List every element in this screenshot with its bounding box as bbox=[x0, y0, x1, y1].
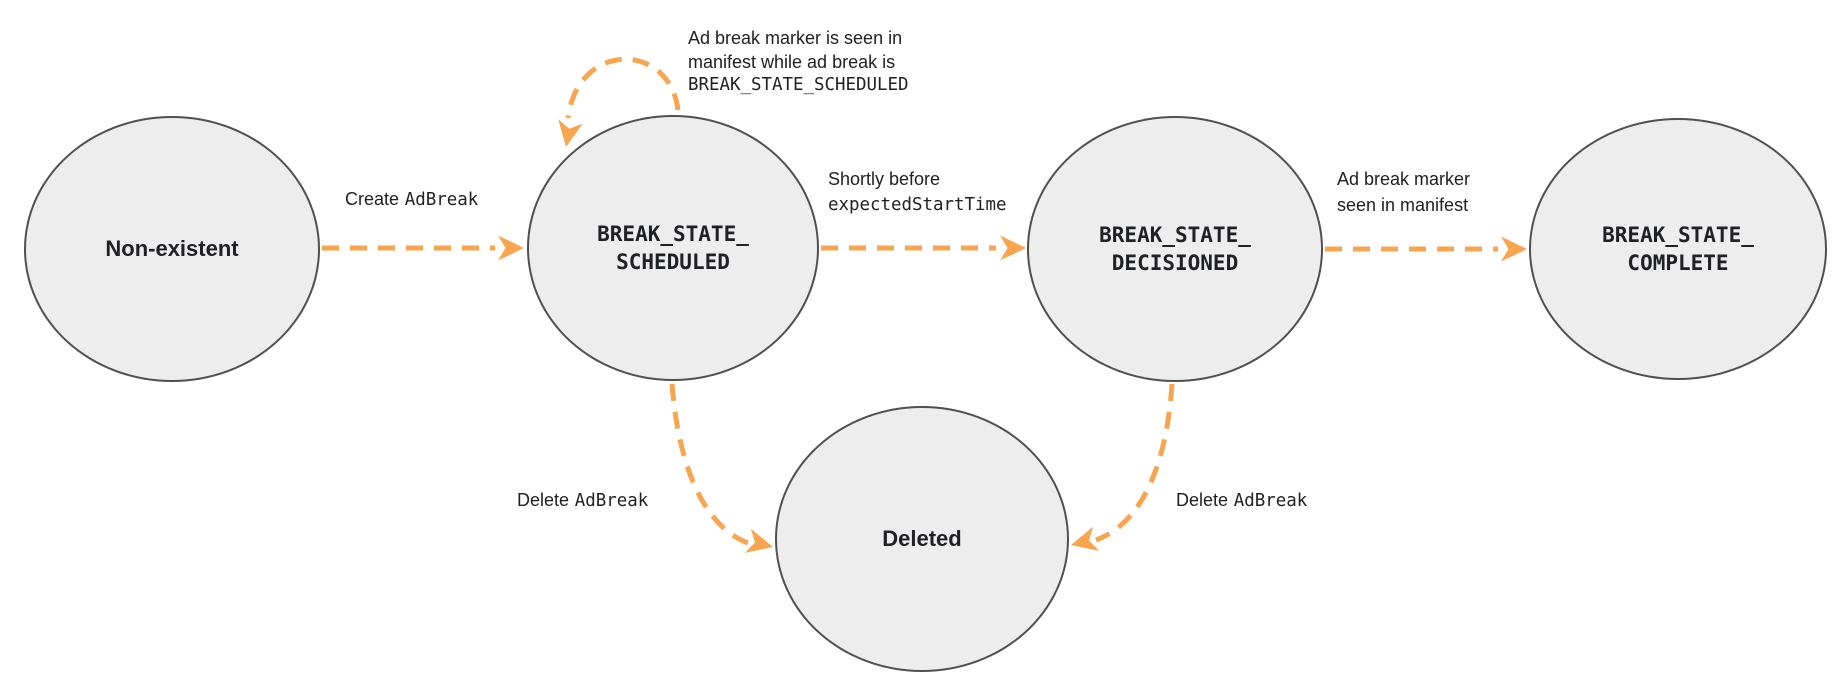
transition-delete-from-scheduled-arrow bbox=[669, 383, 749, 546]
state-node-non-existent: Non-existent bbox=[24, 116, 320, 382]
transition-self-loop-arrow bbox=[565, 56, 681, 119]
transition-label-line1: Ad break marker bbox=[1337, 169, 1471, 189]
state-label: Non-existent bbox=[105, 236, 239, 261]
transition-label-line2: manifest while ad break is bbox=[688, 51, 896, 72]
arrowhead-shortly-icon bbox=[1000, 235, 1026, 261]
transition-label-shortly: Shortly before expectedStartTime bbox=[828, 166, 1006, 218]
state-label: BREAK_STATE_ COMPLETE bbox=[1602, 221, 1754, 277]
state-label-line2: SCHEDULED bbox=[616, 250, 730, 274]
transition-label-code: AdBreak bbox=[574, 491, 649, 511]
state-label-line1: BREAK_STATE_ bbox=[1602, 223, 1754, 247]
state-label-line1: BREAK_STATE_ bbox=[597, 222, 749, 246]
transition-label-text: Delete bbox=[517, 490, 570, 510]
state-node-break-state-complete: BREAK_STATE_ COMPLETE bbox=[1529, 118, 1827, 380]
transition-label-code: BREAK_STATE_SCHEDULED bbox=[688, 75, 909, 95]
arrowhead-delete-from-decisioned-icon bbox=[1071, 526, 1100, 551]
state-label: BREAK_STATE_ SCHEDULED bbox=[597, 220, 749, 276]
transition-label-marker-seen: Ad break marker seen in manifest bbox=[1337, 166, 1470, 218]
state-label: BREAK_STATE_ DECISIONED bbox=[1099, 221, 1251, 277]
state-node-break-state-decisioned: BREAK_STATE_ DECISIONED bbox=[1027, 116, 1323, 382]
transition-label-text: Delete bbox=[1176, 490, 1229, 510]
transition-label-text: Create bbox=[345, 189, 400, 209]
state-node-deleted: Deleted bbox=[775, 406, 1069, 672]
arrowhead-marker-seen-icon bbox=[1501, 236, 1527, 262]
transition-label-code: AdBreak bbox=[1233, 491, 1308, 511]
arrowhead-delete-from-scheduled-icon bbox=[744, 528, 773, 553]
state-label-line1: BREAK_STATE_ bbox=[1099, 223, 1251, 247]
transition-label-code: expectedStartTime bbox=[828, 195, 1007, 215]
state-label-line2: COMPLETE bbox=[1627, 251, 1729, 275]
transition-label-self-loop: Ad break marker is seen in manifest whil… bbox=[688, 27, 908, 98]
transition-delete-from-decisioned-arrow bbox=[1095, 383, 1175, 543]
state-label: Deleted bbox=[882, 526, 962, 551]
transition-label-text: Shortly before bbox=[828, 169, 941, 189]
transition-label-line2: seen in manifest bbox=[1337, 195, 1469, 215]
state-node-break-state-scheduled: BREAK_STATE_ SCHEDULED bbox=[527, 115, 819, 381]
arrowhead-self-loop-icon bbox=[558, 119, 583, 147]
arrowhead-create-icon bbox=[498, 235, 524, 261]
state-label-line2: DECISIONED bbox=[1111, 251, 1239, 275]
transition-label-line1: Ad break marker is seen in bbox=[688, 28, 903, 48]
transition-label-code: AdBreak bbox=[404, 190, 479, 210]
